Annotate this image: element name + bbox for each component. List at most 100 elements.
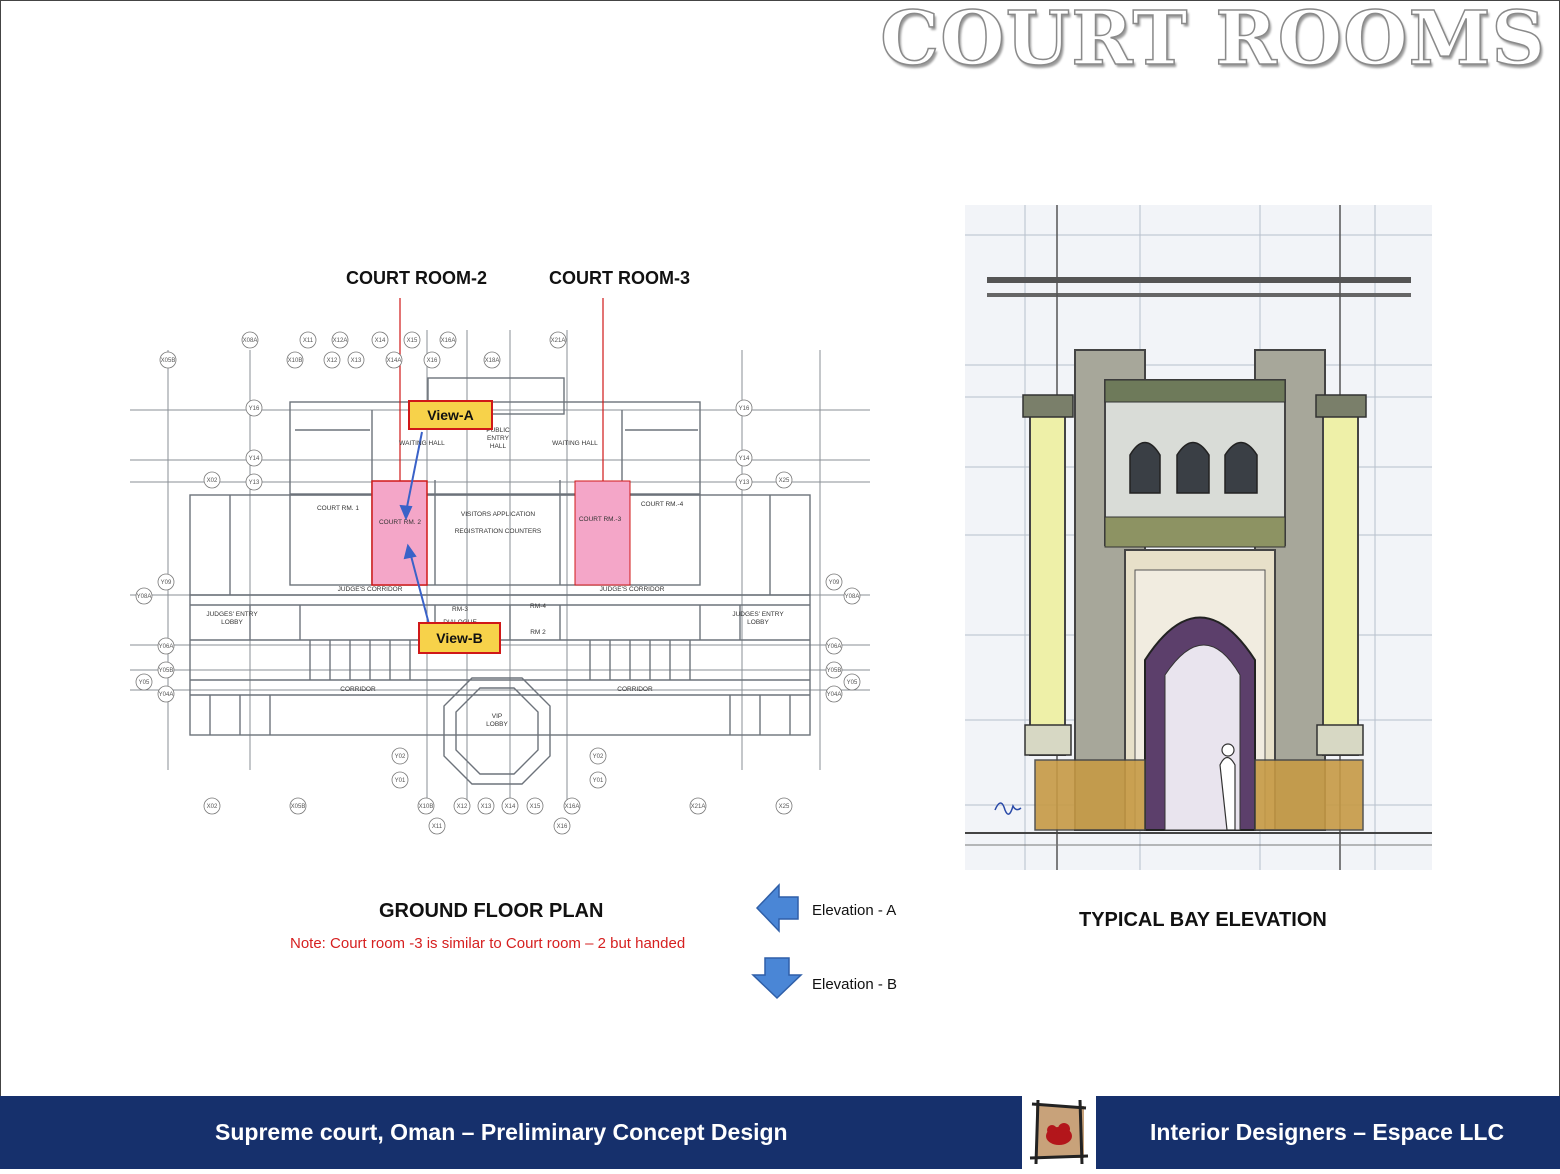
grid-bubble-top: X05B	[159, 351, 177, 369]
typical-bay-elevation-title: TYPICAL BAY ELEVATION	[1079, 909, 1327, 931]
grid-bubble-right: X25	[775, 471, 793, 489]
svg-text:Y13: Y13	[739, 480, 750, 486]
grid-bubble-center: Y01	[589, 771, 607, 789]
grid-bubble-right: Y05B	[825, 661, 843, 679]
grid-bubble-right: Y08A	[843, 587, 861, 605]
public-entry-label-2: ENTRY	[487, 435, 510, 442]
svg-text:X05B: X05B	[161, 358, 176, 364]
view-b-tag: View-B	[418, 622, 501, 654]
grid-bubble-left: Y05	[135, 673, 153, 691]
svg-text:X12: X12	[457, 804, 468, 810]
grid-bubble-right: Y05	[843, 673, 861, 691]
footer-bar	[0, 1096, 1560, 1169]
public-entry-label-1: PUBLIC	[486, 427, 510, 434]
grid-bubble-left: Y14	[245, 449, 263, 467]
grid-bubble-bottom: X25	[775, 797, 793, 815]
svg-text:X11: X11	[432, 824, 443, 830]
waiting-hall-right-label: WAITING HALL	[552, 440, 598, 447]
grid-bubble-center: Y02	[589, 747, 607, 765]
svg-text:X10B: X10B	[419, 804, 434, 810]
grid-bubble-bottom: X10B	[417, 797, 435, 815]
svg-text:Y02: Y02	[395, 754, 406, 760]
waiting-hall-left-label: WAITING HALL	[399, 440, 445, 447]
grid-bubble-left: Y05B	[157, 661, 175, 679]
grid-bubble-left: Y08A	[135, 587, 153, 605]
grid-bubble-left: Y09	[157, 573, 175, 591]
svg-text:X16A: X16A	[441, 338, 456, 344]
grid-bubble-left: X02	[203, 471, 221, 489]
svg-text:Y09: Y09	[161, 580, 172, 586]
svg-text:Y05: Y05	[847, 680, 858, 686]
rm2-label: RM 2	[530, 629, 546, 636]
public-entry-label-3: HALL	[490, 443, 507, 450]
view-a-tag: View-A	[408, 400, 493, 430]
grid-bubble-top: X14A	[385, 351, 403, 369]
visitors-label-1: VISITORS APPLICATION	[461, 511, 535, 518]
signature-mark	[994, 802, 1022, 815]
ground-floor-plan-title: GROUND FLOOR PLAN	[379, 900, 604, 922]
svg-text:Y08A: Y08A	[845, 594, 860, 600]
svg-text:X18A: X18A	[485, 358, 500, 364]
judges-entry-right-1: JUDGES' ENTRY	[732, 611, 784, 618]
svg-text:X11: X11	[303, 338, 314, 344]
grid-bubble-top: X16A	[439, 331, 457, 349]
grid-bubble-bottom: X14	[501, 797, 519, 815]
svg-text:Y05: Y05	[139, 680, 150, 686]
elevation-b-arrow-icon	[751, 957, 803, 1000]
grid-bubble-right: Y14	[735, 449, 753, 467]
court-room-3-callout: COURT ROOM-3	[549, 268, 690, 288]
svg-text:Y13: Y13	[249, 480, 260, 486]
svg-text:X16A: X16A	[565, 804, 580, 810]
svg-text:X25: X25	[779, 478, 790, 484]
judges-entry-left-1: JUDGES' ENTRY	[206, 611, 258, 618]
svg-text:Y16: Y16	[249, 406, 260, 412]
elevation-b-label: Elevation - B	[812, 976, 898, 993]
footer-company: Interior Designers – Espace LLC	[1150, 1119, 1505, 1145]
grid-bubble-top: X12	[323, 351, 341, 369]
svg-text:X16: X16	[557, 824, 568, 830]
grid-bubble-top: X14	[371, 331, 389, 349]
svg-text:X14: X14	[375, 338, 386, 344]
grid-bubble-top: X12A	[331, 331, 349, 349]
corridor-left-label: CORRIDOR	[340, 686, 376, 693]
svg-text:Y05B: Y05B	[827, 668, 842, 674]
grid-bubble-bottom: X02	[203, 797, 221, 815]
vip-label-1: VIP	[492, 713, 502, 720]
svg-text:Y06A: Y06A	[159, 644, 174, 650]
svg-text:X14A: X14A	[387, 358, 402, 364]
corridor-right-label: CORRIDOR	[617, 686, 653, 693]
svg-text:Y06A: Y06A	[827, 644, 842, 650]
company-logo	[1022, 1096, 1096, 1169]
svg-text:Y09: Y09	[829, 580, 840, 586]
grid-bubble-right: Y04A	[825, 685, 843, 703]
svg-text:X15: X15	[407, 338, 418, 344]
court-room-3-highlight	[574, 480, 631, 586]
court-rm-2-label: COURT RM. 2	[379, 519, 421, 526]
grid-bubble-bottom: X16A	[563, 797, 581, 815]
judges-entry-left-2: LOBBY	[221, 619, 243, 626]
rm4-label: RM-4	[530, 603, 546, 610]
court-room-2-highlight	[371, 480, 428, 586]
judges-corridor-right-label: JUDGE'S CORRIDOR	[600, 586, 665, 593]
grid-bubble-left: Y16	[245, 399, 263, 417]
grid-bubble-top: X21A	[549, 331, 567, 349]
footer-project-title: Supreme court, Oman – Preliminary Concep…	[215, 1119, 788, 1145]
svg-text:X12A: X12A	[333, 338, 348, 344]
svg-text:X13: X13	[351, 358, 362, 364]
svg-text:X13: X13	[481, 804, 492, 810]
svg-text:X21A: X21A	[691, 804, 706, 810]
page-title: COURT ROOMS	[880, 0, 1546, 82]
grid-bubble-bottom: X05B	[289, 797, 307, 815]
svg-text:X15: X15	[530, 804, 541, 810]
grid-bubble-bottom: X21A	[689, 797, 707, 815]
grid-bubble-left: Y06A	[157, 637, 175, 655]
svg-text:Y14: Y14	[739, 456, 750, 462]
svg-text:Y05B: Y05B	[159, 668, 174, 674]
grid-bubble-bottom: X11	[428, 817, 446, 835]
grid-bubble-top: X16	[423, 351, 441, 369]
svg-text:Y02: Y02	[593, 754, 604, 760]
rm3-label: RM-3	[452, 606, 468, 613]
svg-text:X21A: X21A	[551, 338, 566, 344]
grid-bubble-right: Y06A	[825, 637, 843, 655]
grid-bubble-right: Y16	[735, 399, 753, 417]
